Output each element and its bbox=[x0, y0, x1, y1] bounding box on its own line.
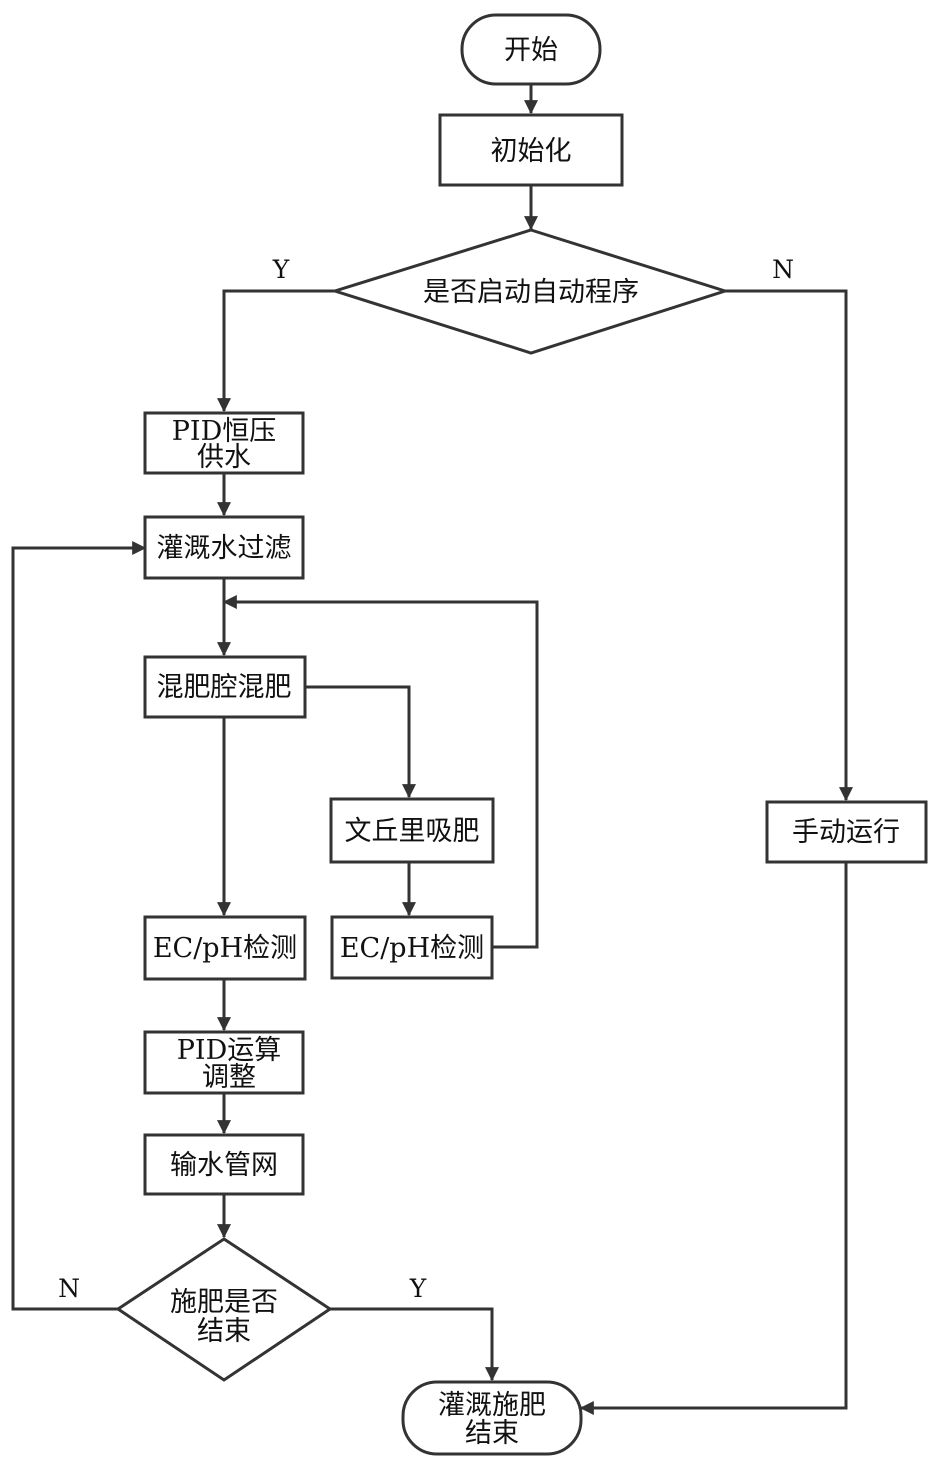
edge-manual-end bbox=[579, 862, 848, 1415]
init-label: 初始化 bbox=[491, 136, 572, 167]
decision-auto-label: 是否启动自动程序 bbox=[423, 277, 639, 308]
manual-label: 手动运行 bbox=[792, 817, 900, 848]
pid-adjust-box bbox=[143, 1030, 305, 1095]
init-box bbox=[438, 113, 624, 187]
mix-box bbox=[143, 655, 307, 719]
pipe-network-label: 输水管网 bbox=[170, 1150, 278, 1181]
filter-box bbox=[143, 515, 305, 580]
edge-decisiondone-end bbox=[330, 1307, 499, 1382]
node-venturi: 文丘里吸肥 bbox=[329, 797, 495, 864]
node-decision-auto: 是否启动自动程序 bbox=[329, 228, 730, 355]
pid-supply-box bbox=[143, 411, 305, 475]
pid-supply-label-line1: PID恒压 bbox=[172, 416, 276, 447]
node-ec-ph-right: EC/pH检测 bbox=[330, 915, 494, 980]
branch-label-done-yes: Y bbox=[409, 1274, 427, 1303]
decision-done-label-line1: 施肥是否 bbox=[170, 1287, 278, 1318]
branch-label-auto-yes: Y bbox=[272, 255, 290, 284]
branch-label-done-no: N bbox=[58, 1274, 80, 1303]
node-pipe-network: 输水管网 bbox=[143, 1133, 305, 1196]
edge-mix-venturi bbox=[305, 685, 416, 799]
ec-ph-left-label: EC/pH检测 bbox=[153, 933, 297, 964]
node-pid-adjust: PID运算 调整 bbox=[143, 1030, 305, 1095]
venturi-box bbox=[329, 797, 495, 864]
pipe-network-box bbox=[143, 1133, 305, 1196]
node-manual: 手动运行 bbox=[765, 800, 928, 864]
node-decision-done: 施肥是否 结束 bbox=[115, 1237, 333, 1382]
decision-auto-diamond bbox=[329, 228, 730, 355]
mix-label: 混肥腔混肥 bbox=[157, 672, 292, 703]
node-ec-ph-left: EC/pH检测 bbox=[143, 915, 307, 981]
node-init: 初始化 bbox=[438, 113, 624, 187]
edge-ecphright-loop bbox=[222, 595, 539, 949]
ec-ph-right-label: EC/pH检测 bbox=[340, 933, 484, 964]
start-terminal bbox=[460, 13, 602, 86]
node-end: 灌溉施肥 结束 bbox=[401, 1380, 583, 1456]
manual-box bbox=[765, 800, 928, 864]
end-label-line2: 结束 bbox=[465, 1418, 519, 1449]
node-mix: 混肥腔混肥 bbox=[143, 655, 307, 719]
filter-label: 灌溉水过滤 bbox=[157, 533, 292, 564]
edge-decisiondone-filter-loop bbox=[11, 541, 147, 1311]
end-terminal bbox=[401, 1380, 583, 1456]
ec-ph-left-box bbox=[143, 915, 307, 981]
branch-label-auto-no: N bbox=[772, 255, 794, 284]
venturi-label: 文丘里吸肥 bbox=[345, 816, 480, 847]
ec-ph-right-box bbox=[330, 915, 494, 980]
pid-adjust-label-line1: PID运算 bbox=[177, 1035, 281, 1066]
decision-done-diamond bbox=[115, 1237, 333, 1382]
edges bbox=[11, 84, 853, 1415]
node-start: 开始 bbox=[460, 13, 602, 86]
pid-supply-label-line2: 供水 bbox=[197, 442, 251, 473]
decision-done-label-line2: 结束 bbox=[197, 1316, 251, 1347]
edge-decision-pidsupply bbox=[217, 289, 335, 413]
node-pid-supply: PID恒压 供水 bbox=[143, 411, 305, 475]
edge-decision-manual bbox=[725, 289, 853, 802]
pid-adjust-label-line2: 调整 bbox=[202, 1062, 256, 1093]
node-filter: 灌溉水过滤 bbox=[143, 515, 305, 580]
start-label: 开始 bbox=[504, 35, 558, 66]
end-label-line1: 灌溉施肥 bbox=[438, 1390, 546, 1421]
